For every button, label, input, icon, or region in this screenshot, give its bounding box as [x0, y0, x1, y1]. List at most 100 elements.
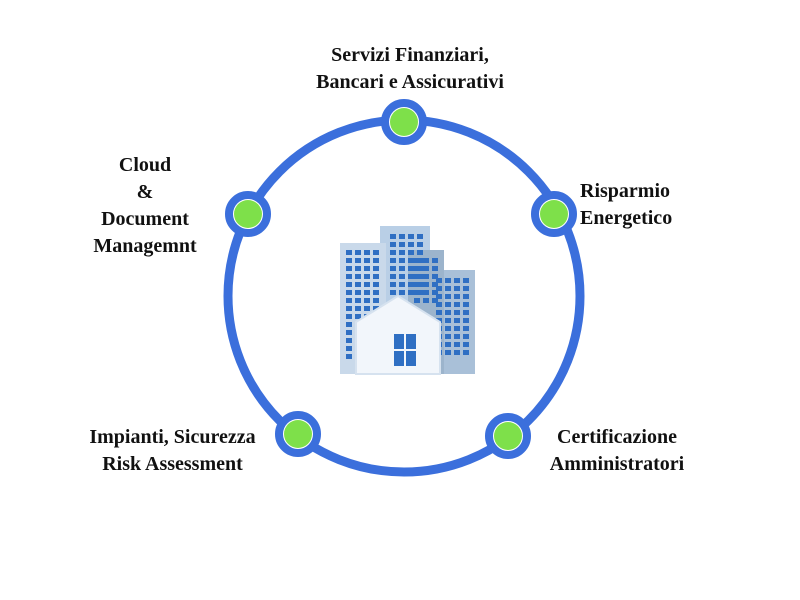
window-pane	[364, 282, 370, 287]
window-pane	[346, 346, 352, 351]
window-pane	[414, 298, 420, 303]
window-pane	[423, 298, 429, 303]
window-pane	[346, 258, 352, 263]
window-pane	[399, 290, 405, 295]
window-pane	[346, 298, 352, 303]
window-pane	[414, 274, 420, 279]
node-label-line: Risk Assessment	[102, 453, 243, 475]
node-label-certificazione: Certificazione Amministratori	[532, 424, 702, 478]
node-bottom-left-dot	[275, 411, 321, 457]
window-pane	[346, 330, 352, 335]
window-pane	[390, 266, 396, 271]
window-pane	[364, 274, 370, 279]
window-pane	[346, 290, 352, 295]
window-pane	[454, 278, 460, 283]
window-pane	[390, 274, 396, 279]
node-label-line: Managemnt	[93, 235, 197, 257]
window-pane	[408, 282, 414, 287]
window-pane	[463, 326, 469, 331]
window-pane	[454, 326, 460, 331]
window-pane	[445, 310, 451, 315]
window-pane	[346, 354, 352, 359]
window-pane	[463, 294, 469, 299]
window-pane	[373, 250, 379, 255]
window-pane	[373, 266, 379, 271]
node-label-line: Amministratori	[549, 453, 685, 475]
node-left-dot	[225, 191, 271, 237]
window-pane	[355, 306, 361, 311]
node-top-dot	[381, 99, 427, 145]
window-pane	[423, 274, 429, 279]
tower-windows	[346, 234, 469, 359]
window-pane	[408, 242, 414, 247]
node-label-line: Certificazione	[557, 426, 677, 448]
window-pane	[408, 258, 414, 263]
window-pane	[436, 286, 442, 291]
window-pane	[373, 290, 379, 295]
window-pane	[436, 278, 442, 283]
window-pane	[436, 294, 442, 299]
window-pane	[408, 290, 414, 295]
window-pane	[432, 258, 438, 263]
node-label-cloud-document: Cloud & Document Managemnt	[70, 152, 220, 260]
window-pane	[355, 250, 361, 255]
window-pane	[432, 274, 438, 279]
window-pane	[390, 250, 396, 255]
window-pane	[390, 290, 396, 295]
window-pane	[355, 282, 361, 287]
node-right-dot	[531, 191, 577, 237]
window-pane	[414, 290, 420, 295]
node-label-risparmio-energetico: Risparmio Energetico	[580, 178, 720, 232]
window-pane	[445, 302, 451, 307]
window-pane	[390, 234, 396, 239]
window-pane	[414, 282, 420, 287]
window-pane	[454, 286, 460, 291]
window-pane	[399, 258, 405, 263]
node-label-impianti-sicurezza: Impianti, Sicurezza Risk Assessment	[60, 424, 285, 478]
window-pane	[463, 286, 469, 291]
window-pane	[454, 318, 460, 323]
node-label-line: Bancari e Assicurativi	[316, 71, 504, 93]
window-pane	[445, 326, 451, 331]
window-pane	[445, 278, 451, 283]
window-pane	[445, 286, 451, 291]
window-pane	[399, 266, 405, 271]
window-pane	[408, 274, 414, 279]
node-label-line: Cloud	[118, 154, 172, 176]
window-pane	[454, 342, 460, 347]
window-pane	[373, 258, 379, 263]
node-label-line: &	[136, 181, 154, 203]
window-pane	[346, 338, 352, 343]
window-pane	[346, 314, 352, 319]
window-pane	[463, 350, 469, 355]
window-pane	[436, 302, 442, 307]
node-label-servizi-finanziari: Servizi Finanziari, Bancari e Assicurati…	[260, 42, 560, 96]
window-pane	[408, 266, 414, 271]
window-pane	[364, 290, 370, 295]
node-label-line: Impianti, Sicurezza	[89, 426, 256, 448]
window-pane	[346, 274, 352, 279]
node-label-line: Energetico	[580, 207, 673, 229]
node-label-line: Servizi Finanziari,	[331, 44, 489, 66]
window-pane	[364, 298, 370, 303]
window-pane	[364, 266, 370, 271]
window-pane	[445, 318, 451, 323]
window-pane	[346, 266, 352, 271]
window-pane	[454, 302, 460, 307]
window-pane	[390, 258, 396, 263]
window-pane	[399, 234, 405, 239]
window-pane	[373, 274, 379, 279]
window-pane	[414, 266, 420, 271]
window-pane	[364, 306, 370, 311]
window-pane	[454, 294, 460, 299]
window-pane	[463, 310, 469, 315]
buildings-and-house-icon	[340, 226, 475, 375]
window-pane	[346, 250, 352, 255]
window-pane	[399, 242, 405, 247]
window-pane	[463, 342, 469, 347]
window-pane	[463, 318, 469, 323]
window-pane	[408, 250, 414, 255]
window-pane	[355, 258, 361, 263]
window-pane	[463, 302, 469, 307]
